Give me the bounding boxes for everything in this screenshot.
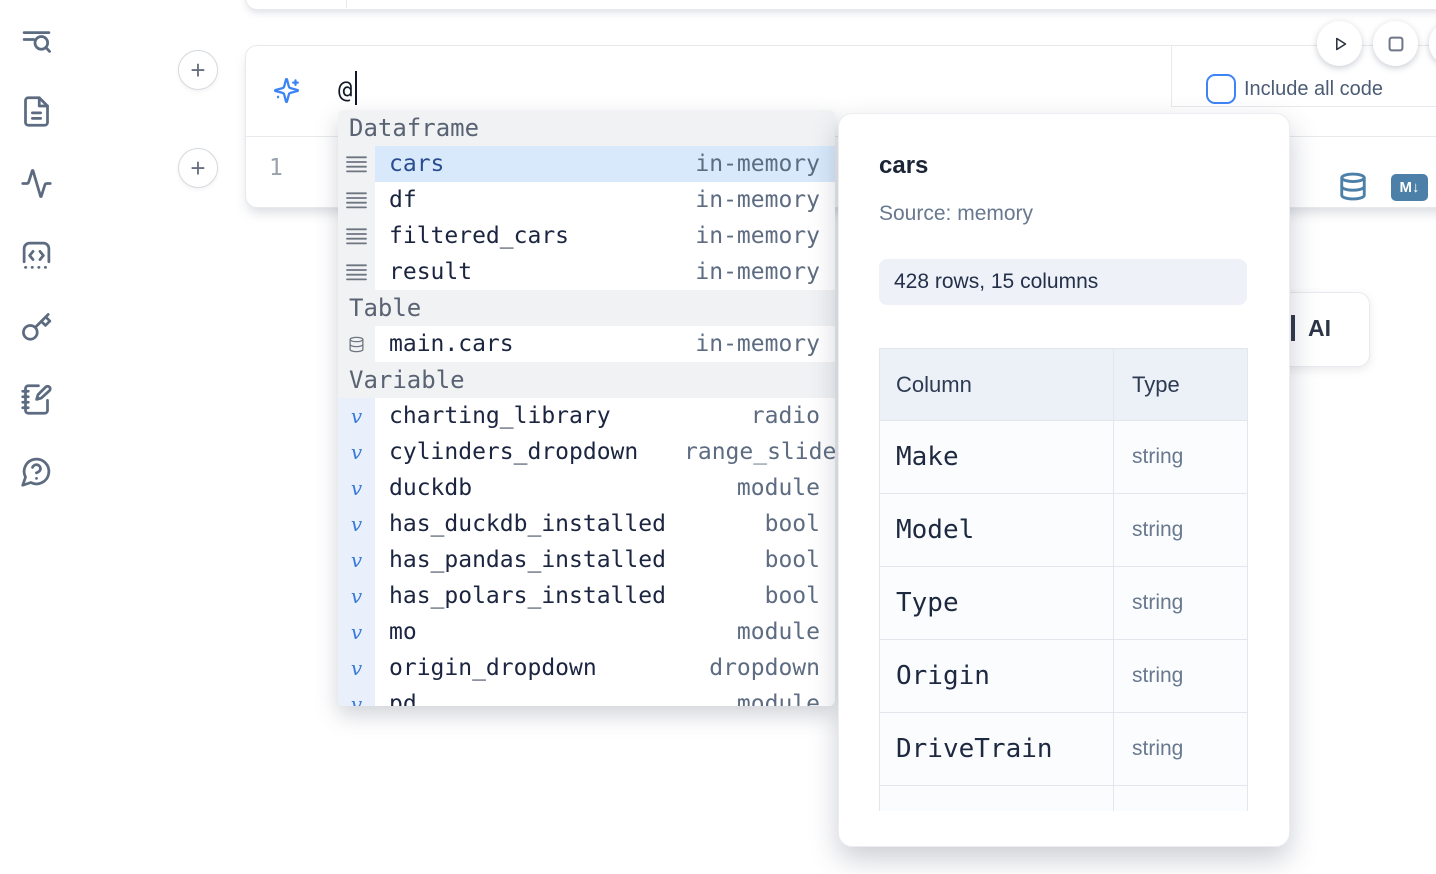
- schema-header-row: Column Type: [879, 348, 1248, 421]
- dataframe-icon: [338, 182, 375, 218]
- variable-icon: v: [338, 614, 375, 650]
- add-cell-below-button[interactable]: +: [178, 148, 218, 188]
- include-all-code-label: Include all code: [1244, 78, 1383, 100]
- activity-icon[interactable]: [19, 166, 53, 200]
- gutter-divider: [346, 0, 347, 8]
- variable-icon: v: [338, 542, 375, 578]
- variable-icon: v: [338, 506, 375, 542]
- clipped-letter: [1291, 315, 1295, 341]
- database-icon: [338, 326, 375, 362]
- file-text-icon[interactable]: [19, 94, 53, 128]
- key-icon[interactable]: [19, 310, 53, 344]
- datasource-icon[interactable]: [1338, 170, 1368, 203]
- divider: [1171, 46, 1172, 106]
- preview-title: cars: [879, 152, 929, 179]
- divider: [1171, 106, 1436, 107]
- variable-icon: v: [338, 470, 375, 506]
- column-header: Column: [879, 348, 1114, 421]
- code-snippet-icon[interactable]: [19, 238, 53, 272]
- section-header-dataframe: Dataframe: [338, 110, 835, 146]
- variable-icon: v: [338, 398, 375, 434]
- dataframe-icon: [338, 146, 375, 182]
- schema-row: Model string: [879, 493, 1248, 567]
- ai-prompt-input[interactable]: @: [338, 76, 353, 104]
- preview-source: Source: memory: [879, 202, 1034, 225]
- schema-table-wrapper[interactable]: Column Type Make string Model string Typ…: [879, 348, 1249, 811]
- notebook-pen-icon[interactable]: [19, 382, 53, 416]
- dataframe-preview-card: cars Source: memory 428 rows, 15 columns…: [838, 113, 1290, 847]
- variable-icon: v: [338, 578, 375, 614]
- dataframe-icon: [338, 218, 375, 254]
- markdown-convert-icon[interactable]: M↓: [1391, 174, 1428, 201]
- variable-icon: v: [338, 686, 375, 706]
- schema-row: Origin string: [879, 639, 1248, 713]
- toc-search-icon[interactable]: [19, 24, 53, 58]
- schema-row-partial: [879, 785, 1248, 811]
- variable-icon: v: [338, 650, 375, 686]
- schema-table: Column Type Make string Model string Typ…: [879, 348, 1248, 811]
- section-header-table: Table: [338, 290, 835, 326]
- schema-row: Make string: [879, 420, 1248, 494]
- type-header: Type: [1113, 348, 1248, 421]
- add-cell-above-button[interactable]: +: [178, 50, 218, 90]
- text-caret: [355, 71, 357, 105]
- schema-row: DriveTrain string: [879, 712, 1248, 786]
- schema-row: Type string: [879, 566, 1248, 640]
- section-header-variable: Variable: [338, 362, 835, 398]
- run-cell-button[interactable]: [1317, 21, 1362, 66]
- include-all-code-checkbox[interactable]: [1206, 74, 1236, 104]
- sparkles-ai-icon: [273, 77, 300, 104]
- shape-badge: 428 rows, 15 columns: [879, 259, 1247, 305]
- dataframe-icon: [338, 254, 375, 290]
- previous-cell: [245, 0, 1436, 10]
- more-actions-button[interactable]: [1429, 21, 1436, 66]
- line-number: 1: [269, 155, 283, 181]
- sidebar: [0, 0, 72, 874]
- variable-icon: v: [338, 434, 375, 470]
- stop-button[interactable]: [1373, 21, 1418, 66]
- help-chat-icon[interactable]: [19, 454, 53, 488]
